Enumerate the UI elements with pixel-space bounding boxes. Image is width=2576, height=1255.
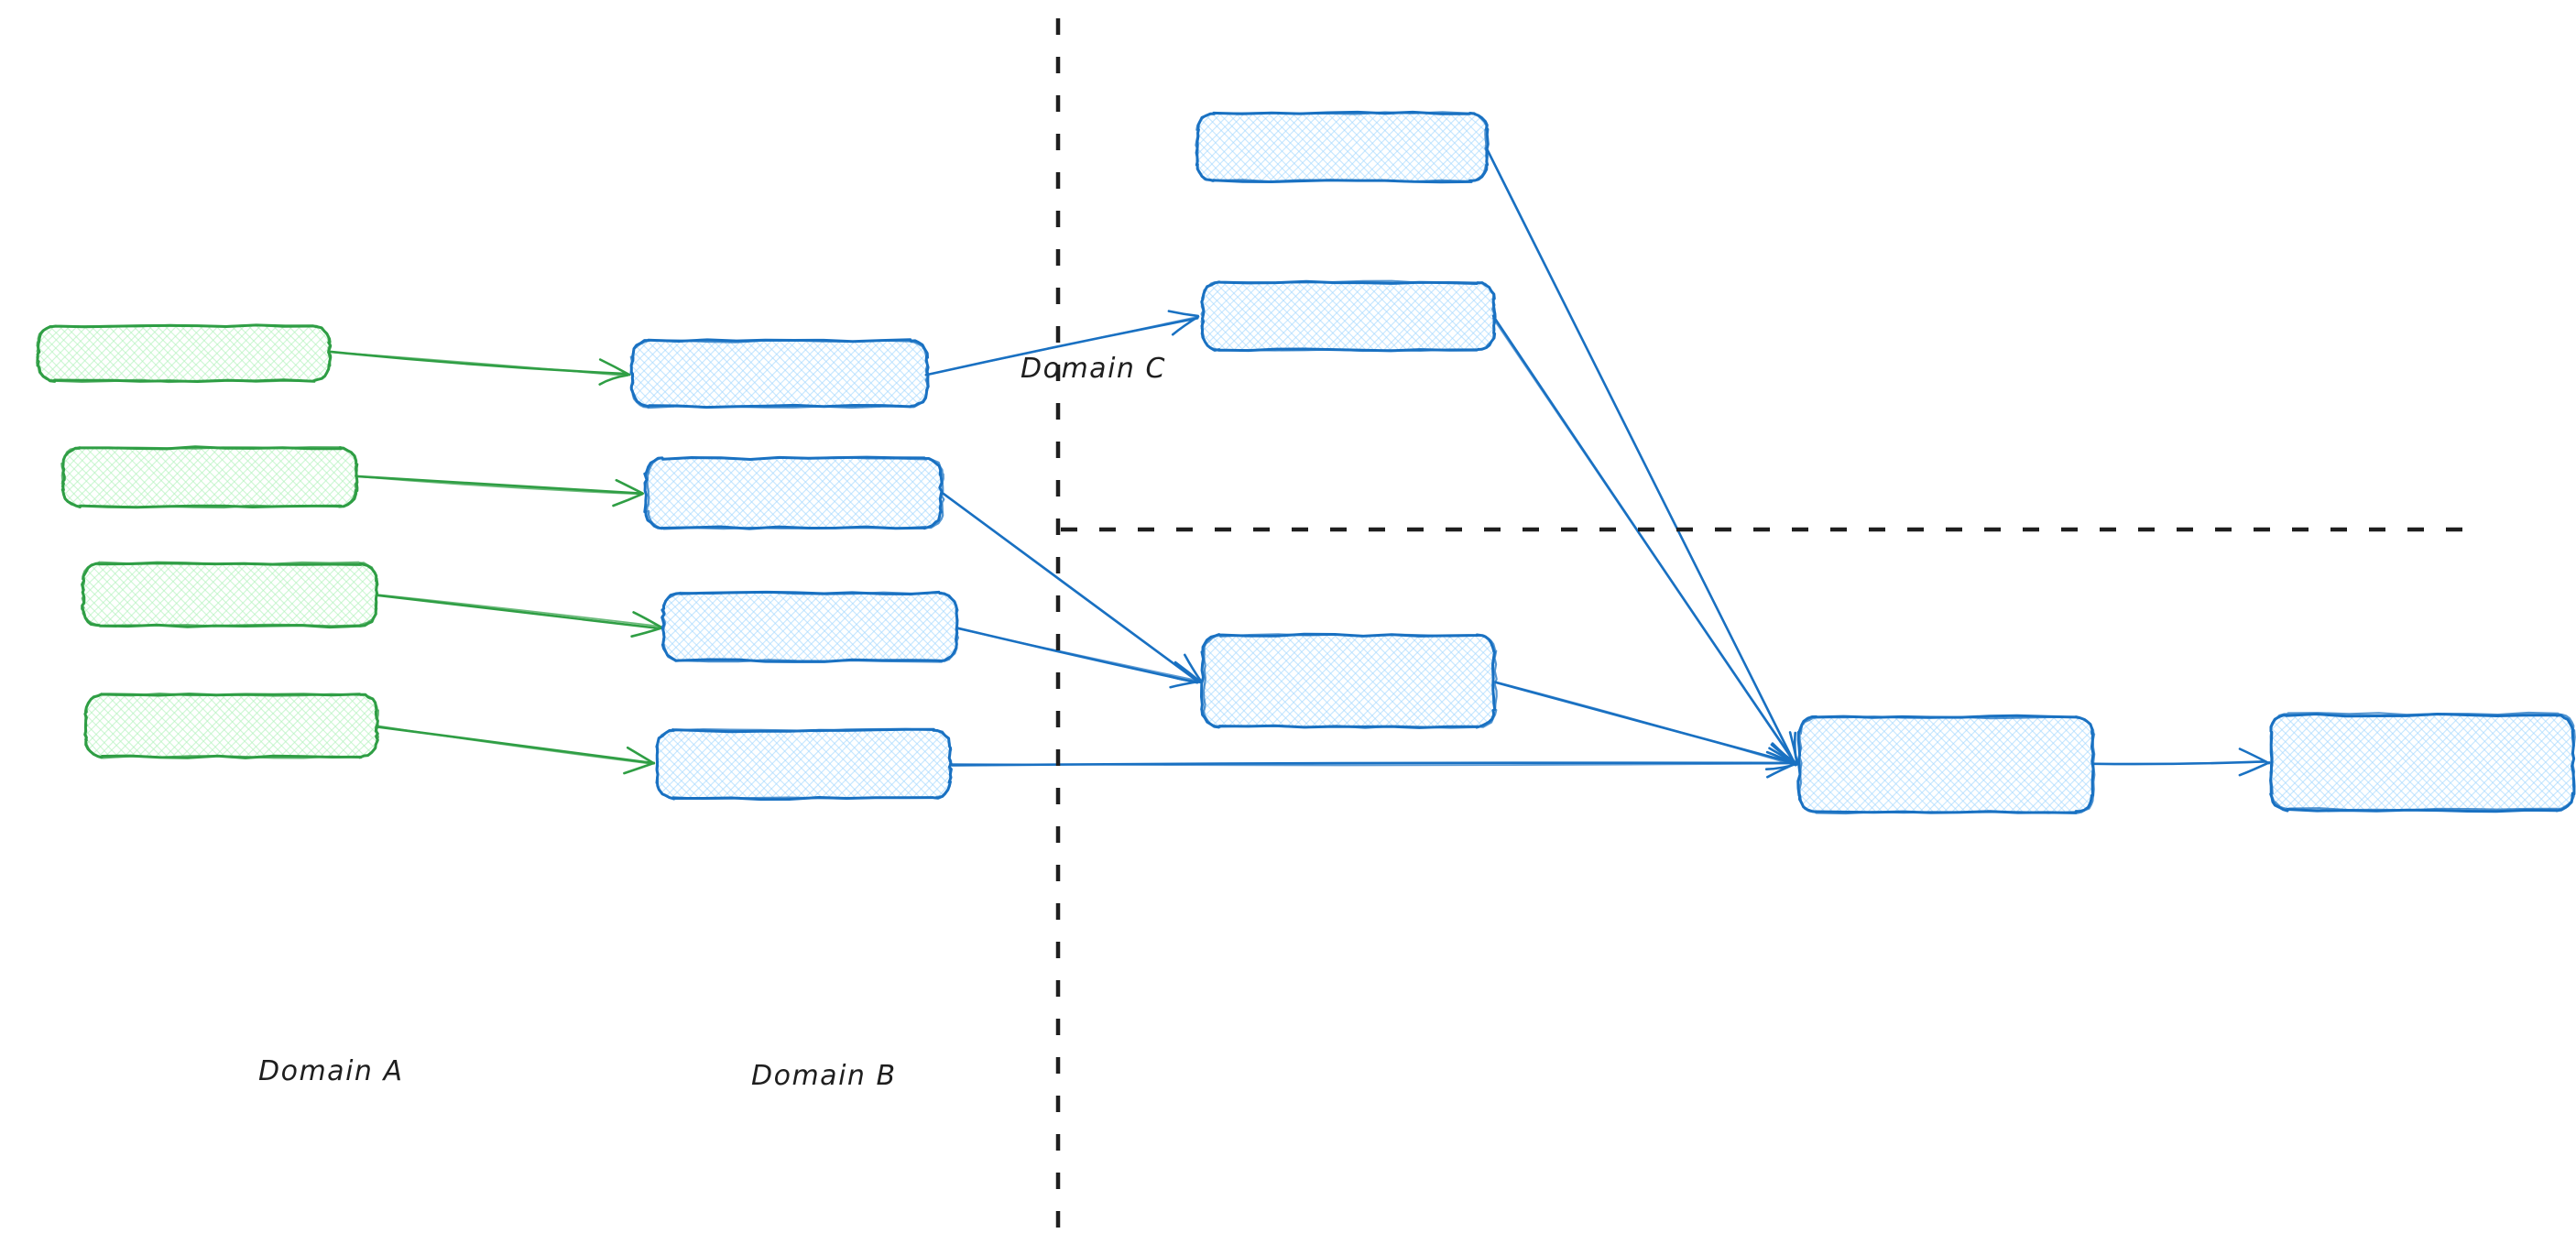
edge-b1-c2 (924, 310, 1200, 376)
node-b1[interactable] (629, 338, 930, 409)
node-outline-c2 (1200, 279, 1496, 353)
edge-c2-d1 (1491, 314, 1799, 767)
domain-label-b: Domain B (751, 1060, 897, 1092)
node-b2[interactable] (643, 455, 945, 530)
edge-a2-b2 (354, 475, 644, 507)
node-outline-b1 (629, 339, 929, 409)
node-outline-b2 (646, 456, 945, 530)
node-outline-a4 (83, 693, 379, 759)
node-outline-b4 (655, 727, 953, 802)
node-fill-a2 (62, 448, 355, 507)
node-outline-a3 (81, 561, 378, 628)
domain-label-c: Domain C (1021, 353, 1166, 385)
node-fill-c1 (1196, 114, 1486, 181)
node-fill-b2 (647, 459, 942, 529)
node-outline-c3 (1202, 633, 1498, 729)
node-outline-a2 (60, 446, 358, 509)
node-fill-b3 (664, 594, 957, 661)
edge-a4-b4 (375, 725, 656, 775)
node-fill-b1 (632, 342, 927, 408)
node-outline-a1 (36, 323, 332, 384)
node-d2[interactable] (2269, 711, 2576, 813)
node-b4[interactable] (655, 727, 953, 802)
node-a4[interactable] (83, 693, 379, 759)
node-fill-c2 (1202, 283, 1493, 351)
node-a1[interactable] (36, 323, 333, 384)
edge-b4-d1 (948, 750, 1798, 779)
node-d1[interactable] (1796, 714, 2096, 815)
edge-layer (328, 147, 2271, 779)
node-outline-d1 (1798, 715, 2096, 815)
edge-c3-d1 (1493, 681, 1798, 770)
edge-d1-d2 (2090, 748, 2271, 777)
node-fill-c3 (1204, 636, 1495, 727)
node-c3[interactable] (1200, 632, 1498, 729)
domain-label-a: Domain A (258, 1055, 404, 1087)
node-b3[interactable] (660, 590, 959, 663)
node-outline-d2 (2269, 711, 2576, 812)
edge-b3-c3 (955, 627, 1203, 689)
node-c2[interactable] (1200, 279, 1497, 353)
edge-a3-b3 (376, 594, 663, 638)
node-fill-b4 (658, 730, 951, 798)
node-fill-a4 (86, 694, 377, 757)
divider-layer (1055, 18, 2462, 1239)
node-a2[interactable] (60, 445, 359, 509)
node-a3[interactable] (81, 561, 379, 629)
node-c1[interactable] (1195, 110, 1490, 184)
node-outline-b4 (655, 727, 953, 801)
node-fill-a3 (84, 563, 377, 626)
node-fill-d2 (2272, 715, 2574, 810)
node-fill-d1 (1800, 716, 2093, 812)
edge-c1-d1 (1485, 147, 1799, 767)
node-outline-b3 (661, 591, 959, 663)
node-outline-c1 (1195, 111, 1489, 183)
edge-a1-b1 (328, 350, 631, 386)
node-fill-a1 (38, 325, 330, 380)
node-layer (36, 110, 2576, 815)
